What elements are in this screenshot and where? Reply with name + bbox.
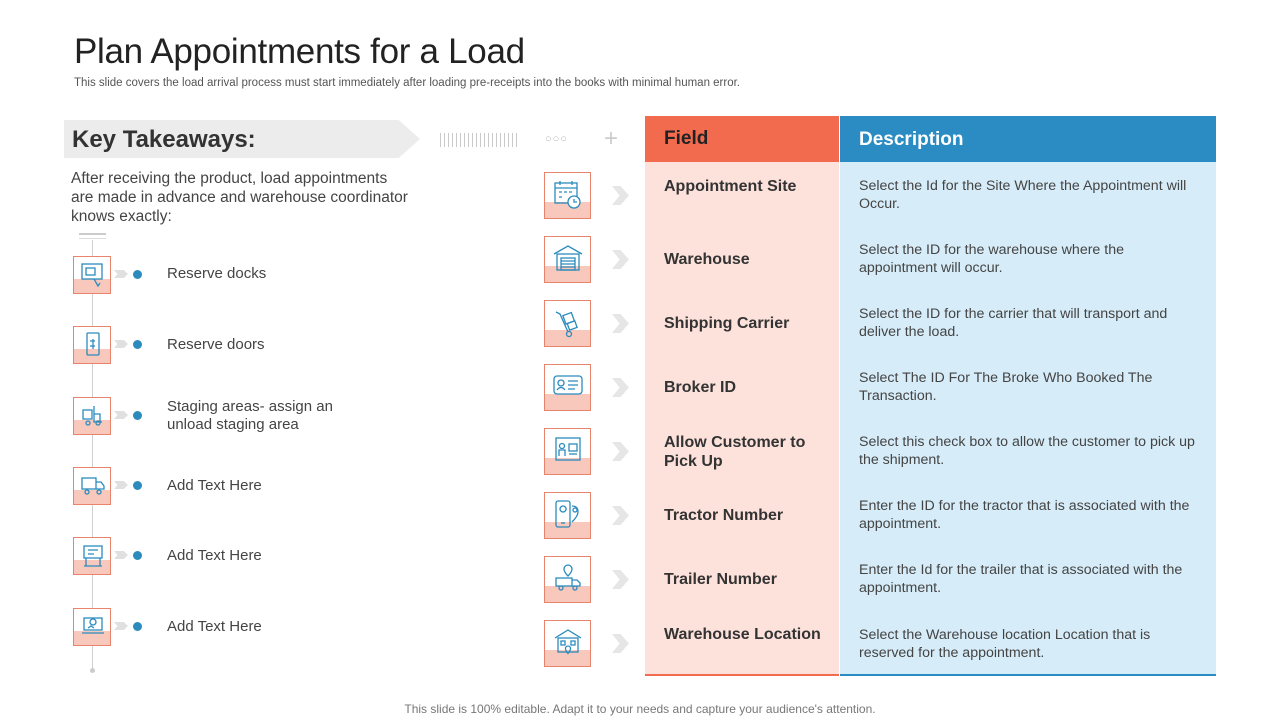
dock-icon — [73, 256, 111, 294]
field-column-body — [645, 162, 839, 674]
chevron-icon — [612, 314, 629, 333]
description-cell: Enter the ID for the tractor that is ass… — [859, 498, 1190, 532]
takeaway-label: Add Text Here — [167, 477, 262, 494]
takeaways-heading: Key Takeaways: — [72, 126, 256, 153]
item-arrow — [114, 622, 128, 630]
takeaways-intro: After receiving the product, load appoin… — [71, 170, 408, 225]
description-column-bottom-border — [840, 674, 1216, 676]
hand-truck-icon — [544, 300, 591, 347]
chevron-icon — [612, 570, 629, 589]
takeaways-banner — [64, 120, 420, 158]
takeaway-item: Add Text Here — [73, 537, 433, 575]
takeaway-label: Add Text Here — [167, 618, 262, 635]
item-dot — [133, 551, 142, 560]
field-cell: Warehouse — [664, 251, 750, 268]
takeaway-label: Reserve doors — [167, 336, 265, 353]
trailer-icon — [544, 556, 591, 603]
decorative-plus: + — [604, 125, 619, 152]
description-cell: Select this check box to allow the custo… — [859, 434, 1195, 468]
calendar-clock-icon — [544, 172, 591, 219]
takeaway-label: Staging areas- assign an unload staging … — [167, 398, 333, 433]
item-arrow — [114, 270, 128, 278]
description-cell: Enter the Id for the trailer that is ass… — [859, 562, 1183, 596]
field-cell: Appointment Site — [664, 178, 797, 195]
laptop-icon — [73, 608, 111, 646]
timeline-line — [92, 240, 93, 670]
field-cell: Shipping Carrier — [664, 315, 790, 332]
decorative-lines — [440, 133, 518, 147]
takeaway-item: Reserve docks — [73, 256, 433, 294]
customer-pickup-icon — [544, 428, 591, 475]
item-dot — [133, 270, 142, 279]
description-column-body — [840, 162, 1216, 674]
field-column-header: Field — [645, 116, 839, 162]
forklift-icon — [73, 397, 111, 435]
package-icon — [73, 537, 111, 575]
field-cell: Tractor Number — [664, 507, 784, 524]
field-cell: Trailer Number — [664, 571, 777, 588]
field-cell: Allow Customer to Pick Up — [664, 434, 806, 470]
item-dot — [133, 622, 142, 631]
timeline-top-cap-2 — [79, 238, 106, 239]
id-card-icon — [544, 364, 591, 411]
chevron-icon — [612, 378, 629, 397]
item-arrow — [114, 481, 128, 489]
door-icon — [73, 326, 111, 364]
decorative-circles: ○○○ — [545, 133, 568, 145]
item-arrow — [114, 340, 128, 348]
description-column-header: Description — [840, 116, 1216, 162]
item-dot — [133, 340, 142, 349]
timeline-top-cap — [79, 233, 106, 235]
chevron-icon — [612, 250, 629, 269]
item-arrow — [114, 551, 128, 559]
takeaway-item: Add Text Here — [73, 608, 433, 646]
description-cell: Select the ID for the carrier that will … — [859, 306, 1168, 340]
description-header-label: Description — [859, 129, 964, 150]
item-dot — [133, 481, 142, 490]
chevron-icon — [612, 186, 629, 205]
chevron-icon — [612, 442, 629, 461]
description-cell: Select the Id for the Site Where the App… — [859, 178, 1187, 212]
takeaway-item: Add Text Here — [73, 467, 433, 505]
takeaway-item: Staging areas- assign an unload staging … — [73, 397, 433, 435]
field-cell: Warehouse Location — [664, 626, 821, 643]
item-arrow — [114, 411, 128, 419]
field-cell: Broker ID — [664, 379, 737, 396]
description-cell: Select the Warehouse location Location t… — [859, 627, 1151, 661]
warehouse-location-icon — [544, 620, 591, 667]
mobile-location-icon — [544, 492, 591, 539]
takeaway-label: Reserve docks — [167, 265, 267, 282]
page-title: Plan Appointments for a Load — [74, 32, 525, 71]
description-cell: Select the ID for the warehouse where th… — [859, 242, 1124, 276]
field-column-bottom-border — [645, 674, 839, 676]
field-header-label: Field — [664, 128, 709, 149]
item-dot — [133, 411, 142, 420]
truck-icon — [73, 467, 111, 505]
timeline-end-dot — [90, 668, 95, 673]
chevron-icon — [612, 634, 629, 653]
warehouse-icon — [544, 236, 591, 283]
page-subtitle: This slide covers the load arrival proce… — [74, 77, 741, 89]
chevron-icon — [612, 506, 629, 525]
takeaway-label: Add Text Here — [167, 547, 262, 564]
takeaway-item: Reserve doors — [73, 326, 433, 364]
description-cell: Select The ID For The Broke Who Booked T… — [859, 370, 1153, 404]
footer-note: This slide is 100% editable. Adapt it to… — [404, 702, 876, 716]
